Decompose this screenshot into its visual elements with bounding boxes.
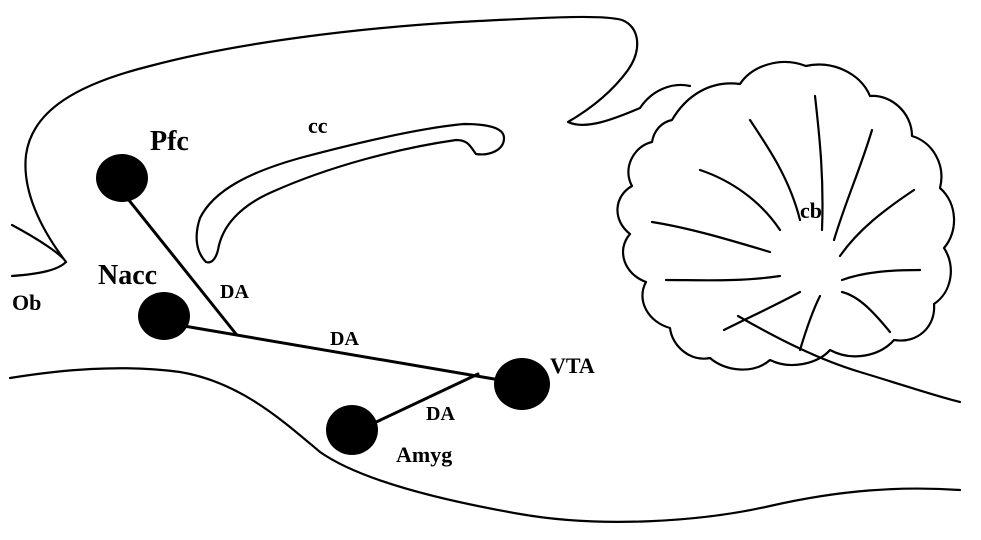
pathway-vta-pfc-label: DA xyxy=(220,281,249,303)
frontal-outline xyxy=(12,262,66,276)
pfc-label: Pfc xyxy=(150,126,189,157)
pathway-vta-amyg-label: DA xyxy=(426,403,455,425)
corpus-callosum-outline xyxy=(197,124,504,262)
cortex-outline xyxy=(12,17,690,262)
ob-label: Ob xyxy=(12,290,41,315)
vta-node xyxy=(494,358,550,410)
cb-label: cb xyxy=(800,198,822,223)
cerebellum-folia xyxy=(652,96,920,350)
amyg-node xyxy=(326,405,378,455)
cc-label: cc xyxy=(308,113,328,138)
vta-label: VTA xyxy=(550,353,595,378)
ventral-outline xyxy=(10,368,960,522)
pfc-node xyxy=(96,154,148,202)
nacc-node xyxy=(138,292,190,340)
amyg-label: Amyg xyxy=(396,442,452,467)
pathway-vta-nacc-label: DA xyxy=(330,328,359,350)
cerebellum-outline xyxy=(617,62,954,370)
pathway-vta-amyg-line xyxy=(372,374,478,424)
nacc-label: Nacc xyxy=(98,260,157,291)
